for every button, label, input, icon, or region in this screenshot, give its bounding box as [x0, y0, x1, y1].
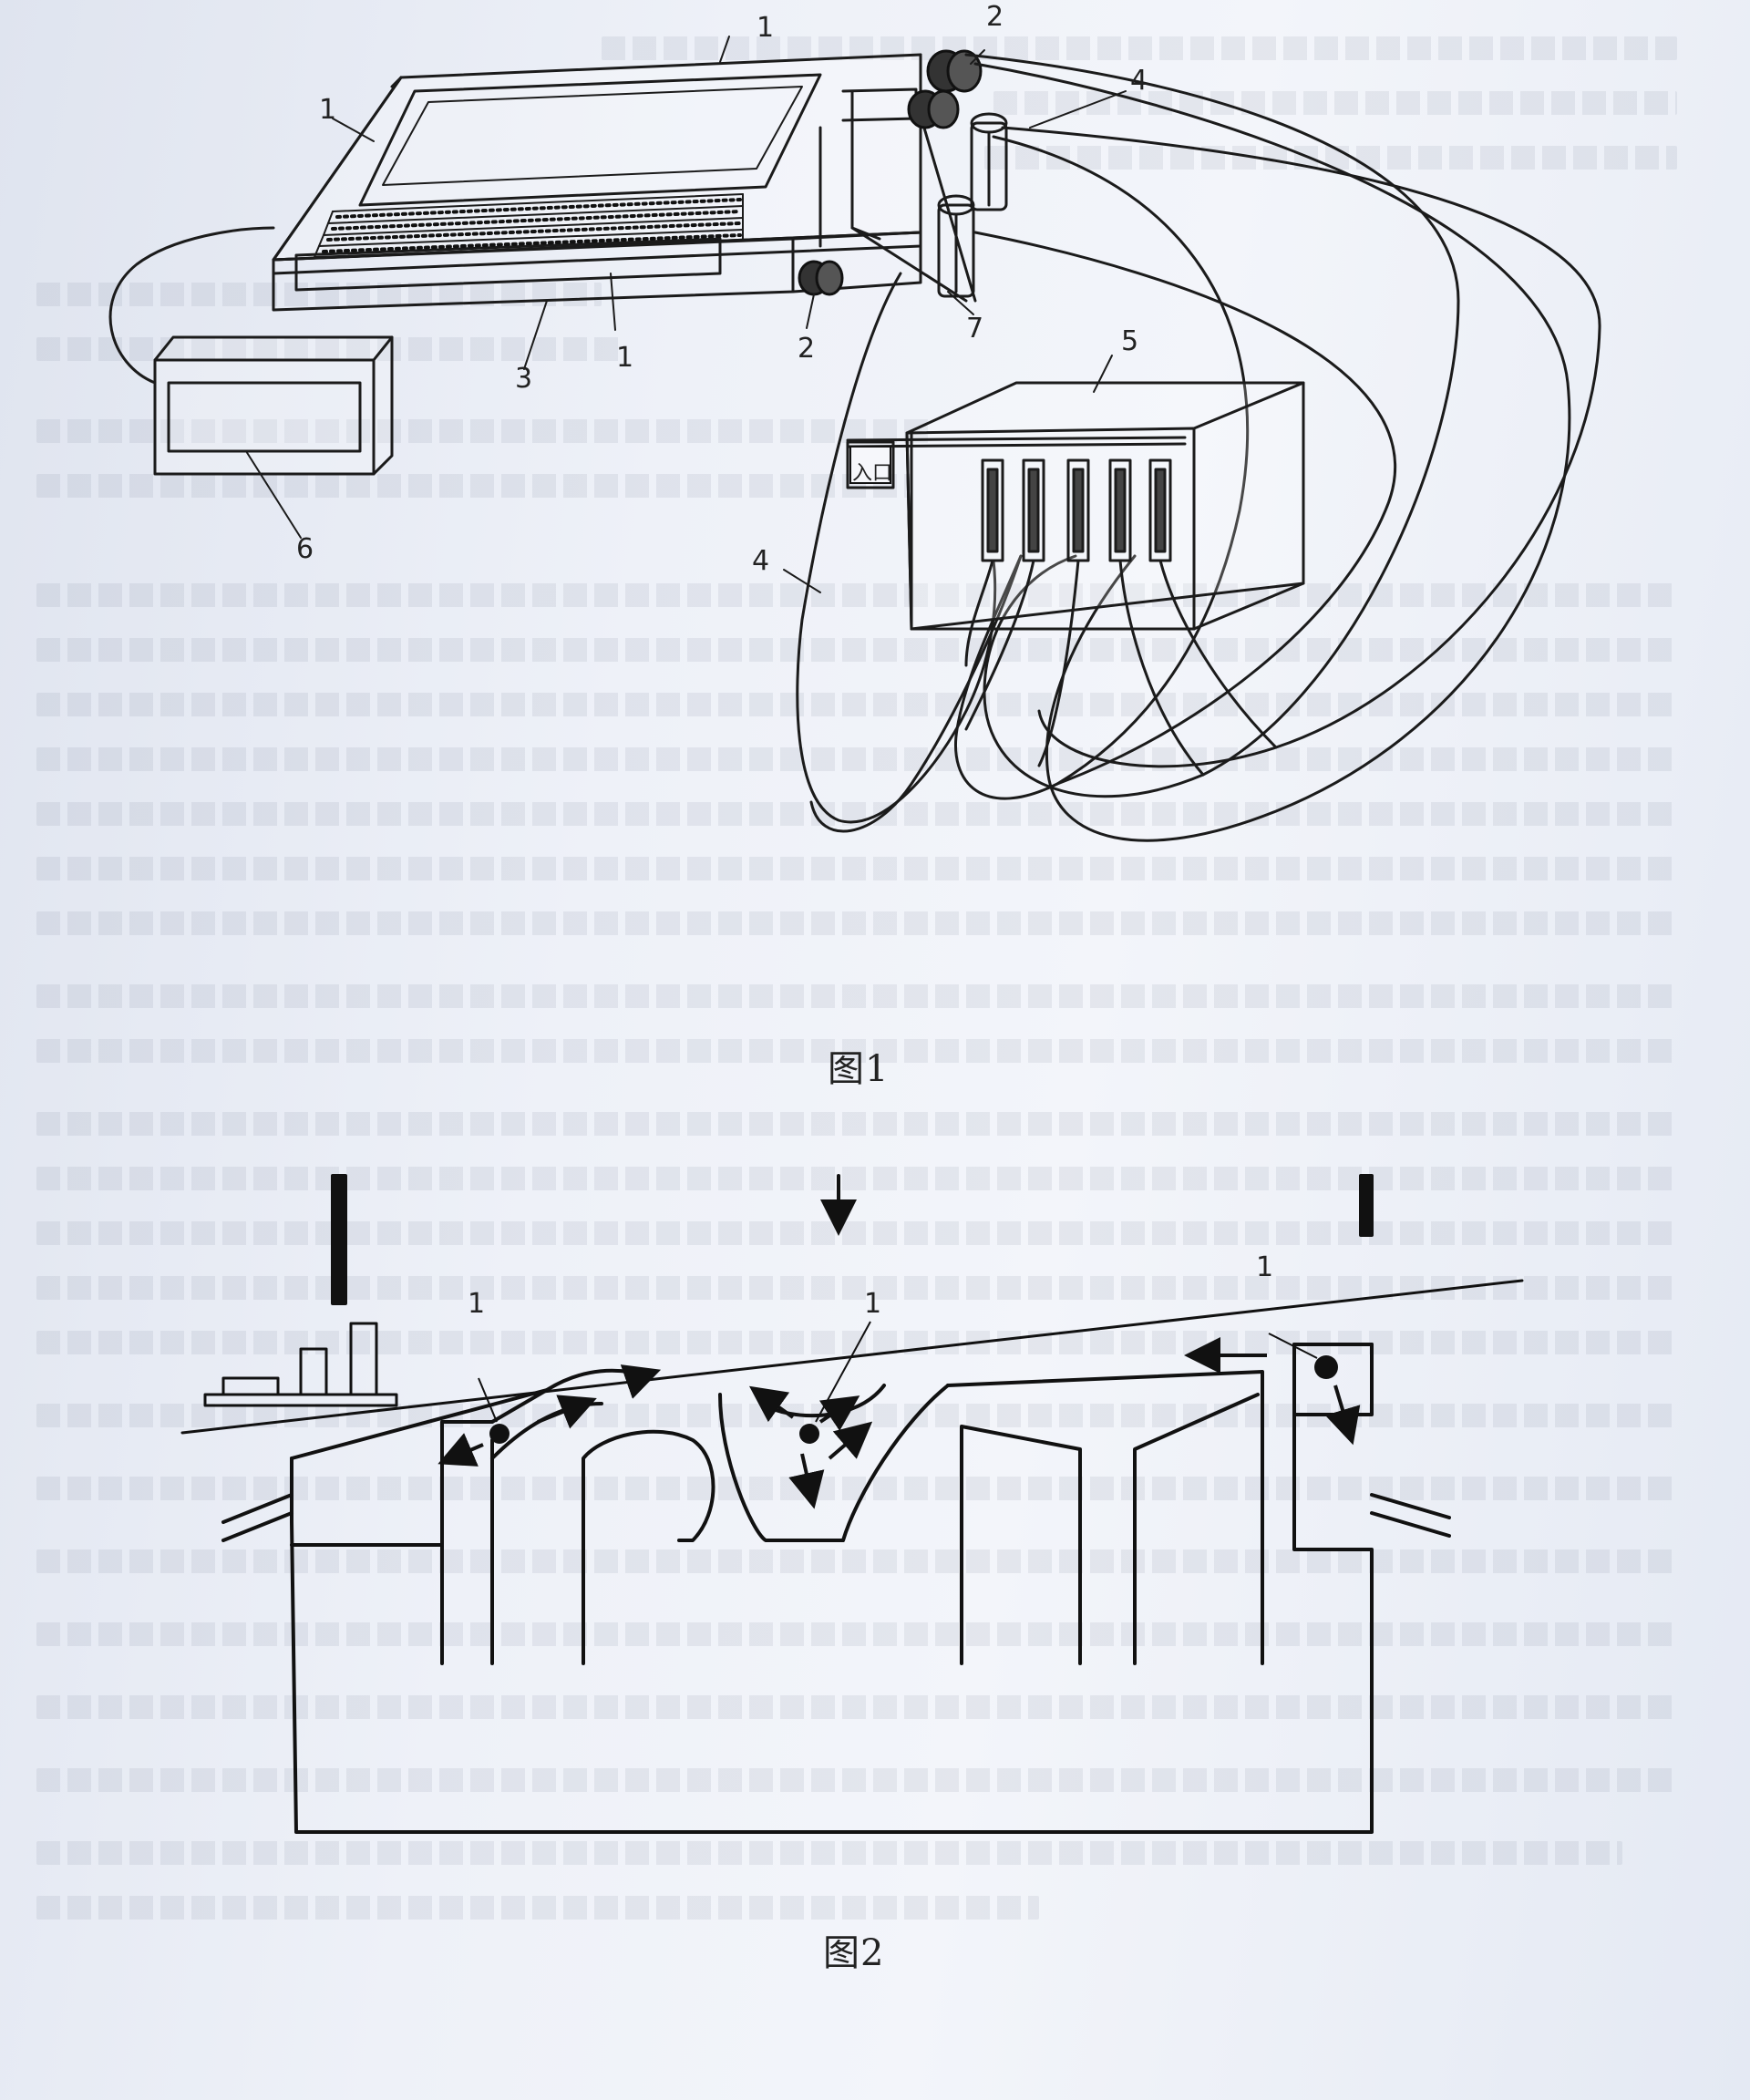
channel-left: [490, 1402, 603, 1460]
housing-roofline: [290, 1388, 549, 1665]
bowl-mid: [718, 1384, 950, 1542]
right-chamber: [1292, 1343, 1374, 1416]
label-1-top: 1: [757, 12, 774, 44]
figure2-leaders: [478, 1321, 1318, 1423]
arch-left: [545, 1368, 649, 1392]
coupling-bottom: [798, 260, 844, 296]
label-4-top: 4: [1130, 65, 1148, 97]
valley-mid: [759, 1384, 886, 1418]
inlet-label-box: [849, 446, 891, 484]
fitting-lower: [937, 194, 975, 298]
label-3: 3: [515, 363, 532, 395]
outlet-pipe-1: [1370, 1493, 1451, 1519]
flow-arrows: [438, 1337, 1361, 1509]
inlet-label: 入口: [852, 462, 892, 485]
label-1-front: 1: [616, 342, 633, 374]
figure1-caption: 图1: [828, 1048, 890, 1090]
outlet-pipe-2: [1370, 1511, 1451, 1538]
flow-point-right: [1314, 1355, 1338, 1379]
fin-b: [1133, 1393, 1260, 1665]
label-fig2-point-right: 1: [1256, 1251, 1273, 1283]
ridge-right: [946, 1370, 1264, 1665]
display-unit-6: [153, 335, 394, 476]
leader-lines: [245, 36, 1127, 593]
label-4-left: 4: [752, 545, 769, 577]
cooler-assembly: [272, 53, 922, 312]
label-2-bottom: 2: [798, 333, 815, 365]
unit-5: [846, 381, 1305, 777]
housing-outer: [290, 1343, 1374, 1834]
flow-point-left: [489, 1424, 510, 1444]
label-5: 5: [1121, 325, 1138, 357]
flow-point-middle: [799, 1424, 819, 1444]
inlet-pipe-2: [221, 1511, 293, 1542]
heat-bar-left: [331, 1174, 347, 1305]
fin-stack: [314, 193, 744, 258]
hose-bundle: [796, 53, 1601, 842]
label-7: 7: [966, 313, 983, 345]
arch-mid: [582, 1429, 715, 1665]
component-stand: [203, 1322, 398, 1407]
bracket-7: [850, 89, 977, 303]
fitting-upper: [970, 112, 1008, 211]
inclined-plate: [180, 1279, 1524, 1435]
label-1-left: 1: [319, 94, 336, 126]
label-fig2-point-left: 1: [468, 1288, 485, 1320]
label-6: 6: [296, 533, 314, 565]
inlet-pipe-1: [221, 1493, 293, 1524]
label-2-top: 2: [986, 1, 1004, 33]
figure1-diagram: 入口 1 1 1 2 2 3 4 4 5 6 7: [108, 1, 1601, 842]
display-cable: [108, 226, 275, 385]
figure2-caption: 图2: [823, 1932, 885, 1974]
fin-texture: [322, 198, 742, 253]
fin-a: [960, 1425, 1082, 1665]
coupling-top: [907, 49, 983, 129]
label-fig2-point-middle: 1: [864, 1288, 881, 1320]
heat-bar-right: [1359, 1174, 1374, 1237]
